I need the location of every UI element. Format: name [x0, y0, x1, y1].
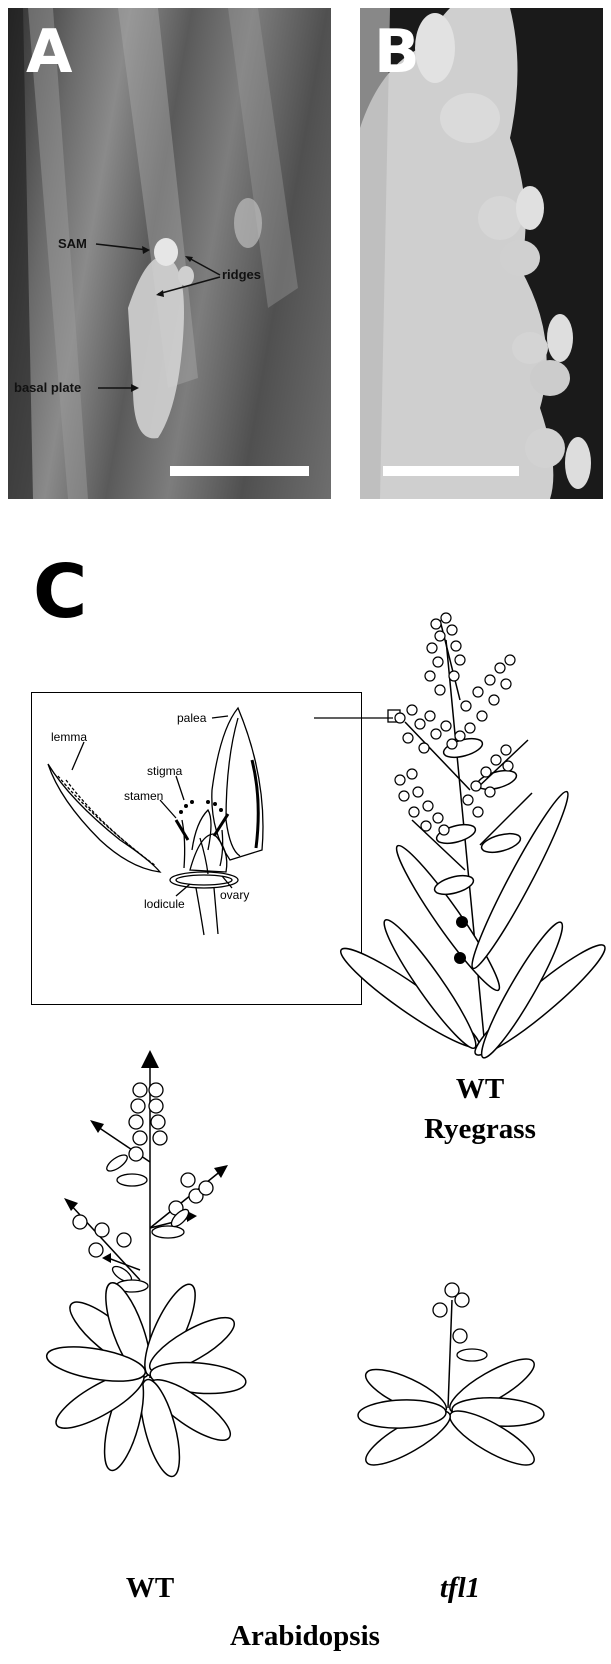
arabidopsis-tfl1-caption: tfl1 [410, 1572, 510, 1605]
arabidopsis-name-caption: Arabidopsis [180, 1620, 430, 1653]
